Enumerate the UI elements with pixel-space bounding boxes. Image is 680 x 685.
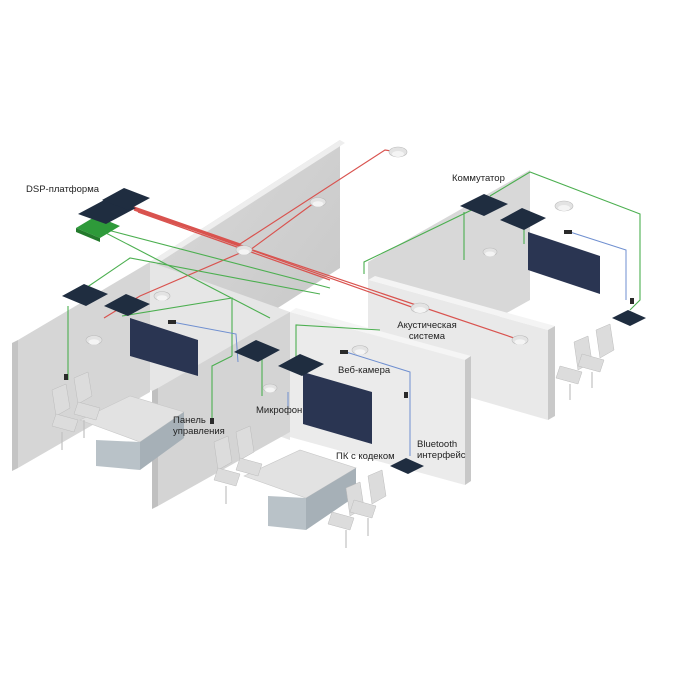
label-dsp-platform: DSP-платформа — [26, 184, 100, 195]
label-speakers: Акустическая система — [392, 320, 462, 342]
small-devices — [64, 230, 634, 424]
label-bluetooth: Bluetooth интерфейс — [417, 439, 466, 461]
label-panel-line2: управления — [173, 426, 225, 437]
dsp-platform — [76, 188, 150, 242]
screen-middle-room — [303, 372, 372, 444]
left-room-furniture — [51, 371, 185, 470]
ceiling-speakers — [85, 146, 574, 393]
switch-right-2 — [500, 208, 546, 230]
switch-left-1 — [62, 284, 108, 306]
screen-left-room — [130, 318, 198, 376]
switch-right-1 — [460, 194, 508, 216]
label-control-panel: Панель управления — [173, 415, 225, 437]
label-panel-line1: Панель — [173, 415, 206, 426]
label-switch: Коммутатор — [452, 173, 505, 184]
screen-right-room — [528, 232, 600, 294]
bt-device-right — [612, 310, 646, 326]
switch-mid-2 — [278, 354, 324, 376]
label-webcam: Веб-камера — [338, 365, 391, 376]
label-microphone: Микрофон — [256, 405, 303, 416]
switch-left-2 — [104, 294, 150, 316]
switch-mid-1 — [234, 340, 280, 362]
middle-room-furniture — [213, 425, 387, 548]
right-room-furniture — [555, 323, 615, 400]
pc-codec-device — [390, 458, 424, 474]
label-bt-line2: интерфейс — [417, 450, 466, 461]
label-pc-codec: ПК с кодеком — [336, 451, 395, 462]
network-switches — [62, 194, 646, 474]
right-room-walls — [368, 170, 555, 420]
label-bt-line1: Bluetooth — [417, 439, 458, 450]
label-speakers-line2: система — [408, 331, 446, 342]
label-speakers-line1: Акустическая — [397, 320, 457, 331]
